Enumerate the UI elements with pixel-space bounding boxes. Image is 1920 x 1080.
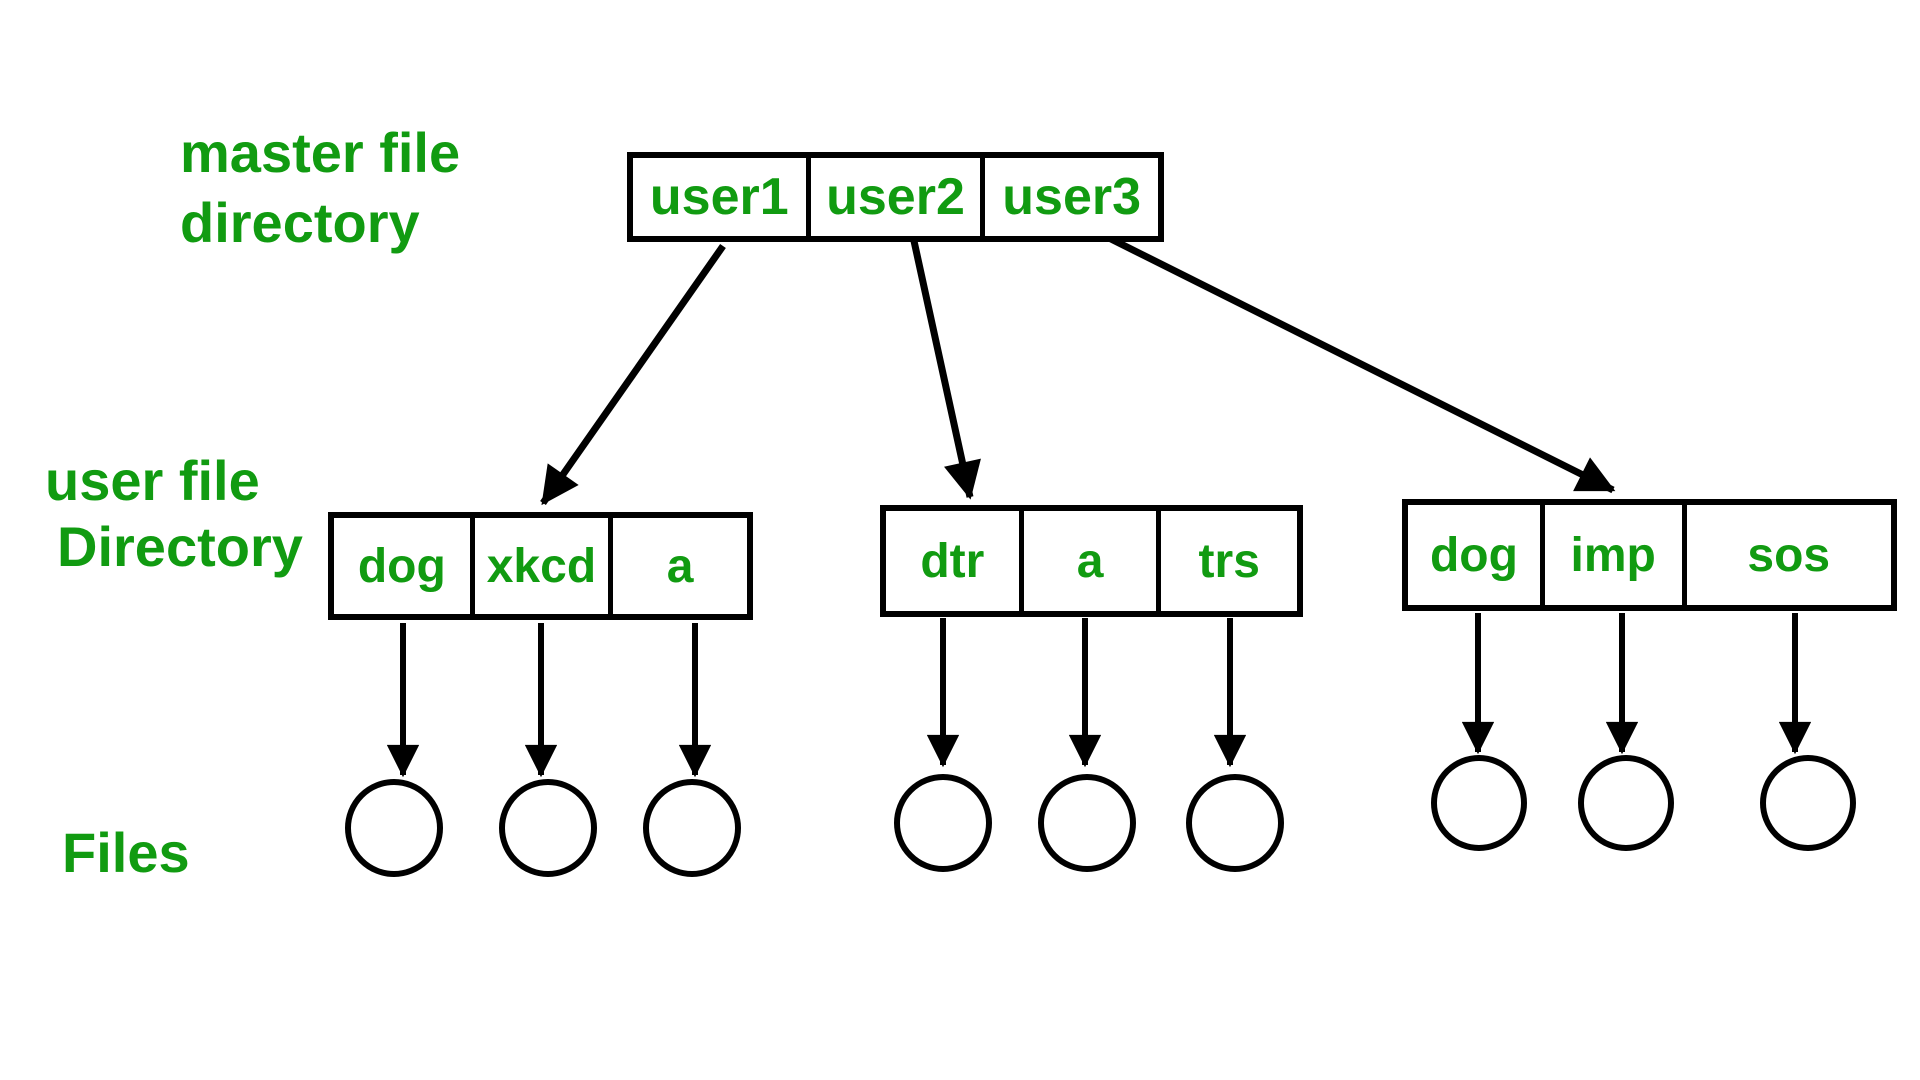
file-circle: [345, 779, 443, 877]
directory-entry-user1: user1: [649, 168, 789, 226]
arrow-user2-to-directory: [910, 240, 981, 500]
label-line: Files: [62, 821, 190, 884]
directory-entry-user2: user2: [805, 158, 981, 236]
directory-entry: dog: [1429, 528, 1518, 582]
label-line: master file: [180, 121, 461, 184]
file-circle: [1186, 774, 1284, 872]
directory-entry: trs: [1156, 511, 1297, 611]
file-circle: [1431, 755, 1527, 851]
label-line: user file: [45, 449, 260, 512]
file-circle: [894, 774, 992, 872]
directory-entry: a: [608, 518, 747, 614]
directory-entry-user3: user3: [980, 158, 1158, 236]
label-line: Directory: [57, 515, 303, 578]
arrow-user3-to-directory: [1107, 234, 1616, 494]
directory-entry: dog: [357, 539, 446, 593]
file-circle: [1578, 755, 1674, 851]
directory-entry: imp: [1539, 505, 1682, 605]
user-file-directory-label: user file Directory: [45, 448, 303, 580]
directory-entry: xkcd: [469, 518, 609, 614]
user3-file-directory-box: dog imp sos: [1402, 499, 1897, 611]
files-label: Files: [62, 818, 190, 888]
file-circle: [1760, 755, 1856, 851]
directory-entry: sos: [1681, 505, 1891, 605]
directory-entry: a: [1018, 511, 1157, 611]
file-circle: [1038, 774, 1136, 872]
user1-file-directory-box: dog xkcd a: [328, 512, 753, 620]
label-line: directory: [180, 191, 420, 254]
directory-entry: dtr: [920, 534, 985, 588]
user2-file-directory-box: dtr a trs: [880, 505, 1303, 617]
master-file-directory-label: master file directory: [180, 118, 460, 258]
file-circle: [499, 779, 597, 877]
file-circle: [643, 779, 741, 877]
master-file-directory-box: user1 user2 user3: [627, 152, 1164, 242]
arrow-user1-to-directory: [540, 243, 726, 506]
